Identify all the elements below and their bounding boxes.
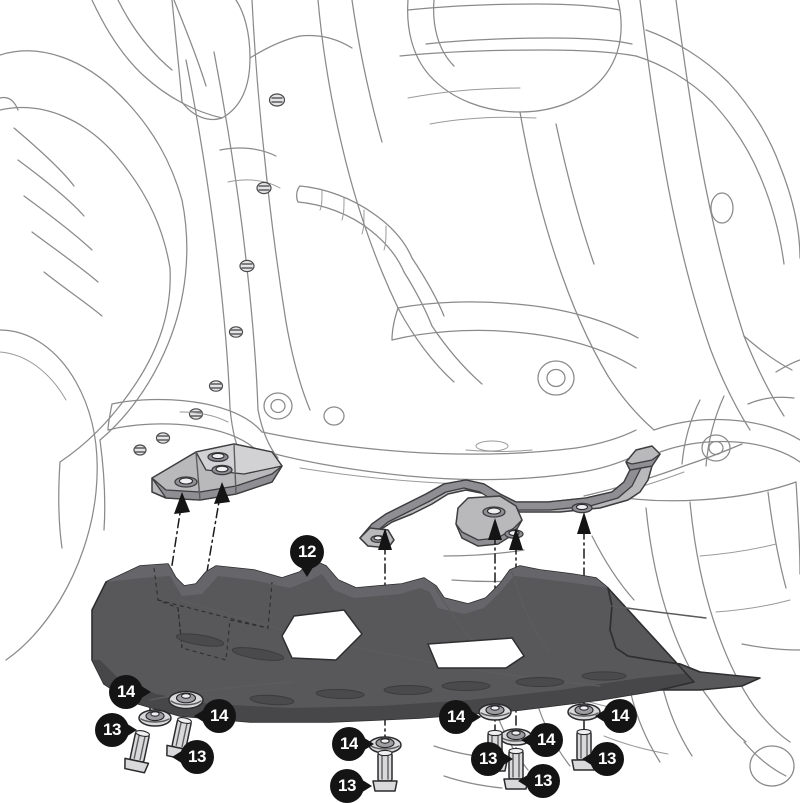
callout-tail-icon xyxy=(521,730,537,750)
front-mount-bracket xyxy=(151,443,283,501)
callout-number: 14 xyxy=(210,706,228,725)
callout-tail-icon xyxy=(465,707,481,727)
callout-tail-icon xyxy=(172,747,188,767)
skid-plate-part xyxy=(91,559,761,723)
washer-grommet xyxy=(138,709,172,727)
callout-tail-icon xyxy=(194,706,210,726)
callout-14-washer[interactable]: 14 xyxy=(521,723,563,757)
callout-14-washer[interactable]: 14 xyxy=(332,727,374,761)
washer-grommet xyxy=(478,703,512,721)
callout-13-bolt[interactable]: 13 xyxy=(471,742,513,776)
callout-number: 14 xyxy=(611,706,629,725)
callout-tail-icon xyxy=(358,734,374,754)
callout-number: 14 xyxy=(340,734,358,753)
callout-number: 14 xyxy=(447,707,465,726)
callout-14-washer[interactable]: 14 xyxy=(439,700,481,734)
callout-tail-icon xyxy=(135,682,151,702)
callout-number: 13 xyxy=(479,749,497,768)
callout-14-washer[interactable]: 14 xyxy=(109,675,151,709)
washer-grommet xyxy=(168,690,204,710)
callout-tail-icon xyxy=(518,771,534,791)
callout-tail-icon xyxy=(595,706,611,726)
callout-number: 13 xyxy=(598,749,616,768)
callout-number: 13 xyxy=(188,747,206,766)
hex-bolt xyxy=(372,749,398,792)
callout-number: 13 xyxy=(103,720,121,739)
callout-14-washer[interactable]: 14 xyxy=(595,699,637,733)
assembly-direction-arrows xyxy=(174,482,591,550)
callout-number: 13 xyxy=(338,776,356,795)
callout-13-bolt[interactable]: 13 xyxy=(518,764,560,798)
callout-13-bolt[interactable]: 13 xyxy=(582,742,624,776)
callout-tail-icon xyxy=(121,720,137,740)
callout-number: 14 xyxy=(117,682,135,701)
callout-tail-icon xyxy=(582,749,598,769)
callout-tail-icon xyxy=(297,561,317,577)
callout-13-bolt[interactable]: 13 xyxy=(330,769,372,803)
callout-number: 12 xyxy=(298,542,316,561)
callout-number: 13 xyxy=(534,771,552,790)
callout-13-bolt[interactable]: 13 xyxy=(172,740,214,774)
callout-tail-icon xyxy=(497,749,513,769)
callout-12-skid-plate[interactable]: 12 xyxy=(290,535,324,577)
callout-number: 14 xyxy=(537,730,555,749)
callout-tail-icon xyxy=(356,776,372,796)
callout-14-washer[interactable]: 14 xyxy=(194,699,236,733)
callout-13-bolt[interactable]: 13 xyxy=(95,713,137,747)
